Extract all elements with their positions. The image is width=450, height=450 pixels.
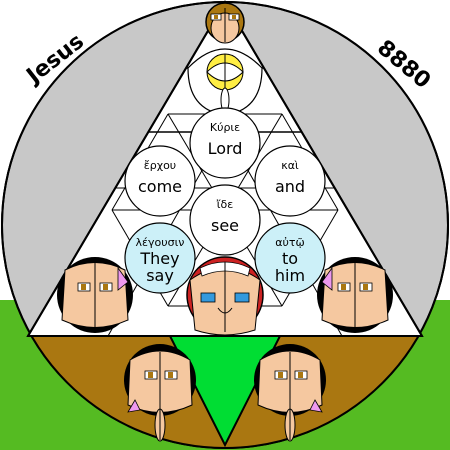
bottom-left-face-icon: [124, 344, 196, 442]
right-face-icon: [317, 257, 393, 333]
yellow-emblem-icon: [187, 48, 263, 116]
greek-legousin: λέγουσιν: [136, 236, 185, 249]
english-kyrie: Lord: [208, 139, 243, 158]
english-erchou: come: [138, 177, 182, 196]
word-circle-kai: καὶ and: [254, 145, 326, 217]
center-red-face-icon: [186, 256, 264, 336]
word-circle-auto: αὐτῷ to him: [254, 222, 326, 294]
english-ide: see: [211, 216, 239, 235]
word-circle-kyrie: Κύριε Lord: [189, 107, 261, 179]
left-face-icon: [57, 257, 133, 333]
top-face-icon: [205, 2, 245, 44]
word-circle-legousin: λέγουσιν They say: [124, 222, 196, 294]
green-triangle: [168, 335, 282, 448]
bottom-right-face-icon: [254, 344, 326, 442]
english-legousin-2: say: [146, 266, 174, 285]
greek-kai: καὶ: [281, 159, 299, 172]
greek-auto: αὐτῷ: [275, 236, 304, 249]
english-auto-1: to: [282, 249, 298, 268]
english-legousin-1: They: [139, 249, 179, 268]
greek-kyrie: Κύριε: [210, 121, 240, 134]
english-kai: and: [275, 177, 305, 196]
word-circle-erchou: ἔρχου come: [124, 145, 196, 217]
greek-erchou: ἔρχου: [144, 159, 176, 172]
word-circle-ide: ἴδε see: [189, 184, 261, 256]
greek-ide: ἴδε: [217, 198, 233, 211]
english-auto-2: him: [275, 266, 305, 285]
